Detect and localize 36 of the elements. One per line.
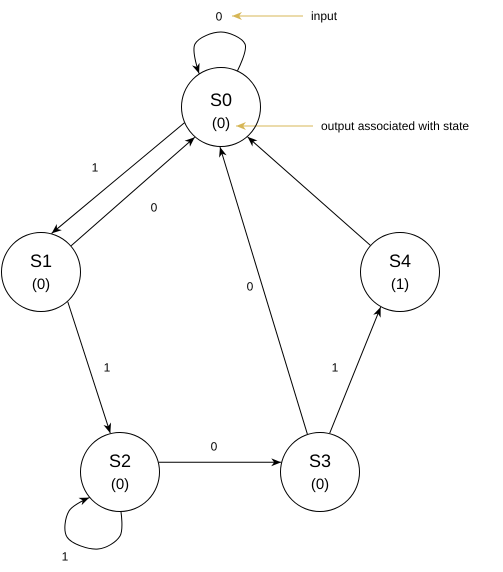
transition-arrow — [192, 32, 246, 74]
transition-arrow — [51, 122, 185, 234]
state-circle — [280, 432, 360, 512]
edge-label: 1 — [330, 362, 340, 374]
state-output: (0) — [310, 476, 330, 493]
state-output: (0) — [32, 276, 50, 293]
state-circle — [360, 232, 440, 312]
transition-arrow — [158, 458, 282, 466]
edge-label: 1 — [60, 550, 70, 564]
edge-label: 0 — [150, 202, 158, 214]
state-name: S4 — [388, 251, 412, 271]
state-circle — [1, 232, 81, 312]
state-name: S0 — [210, 90, 232, 110]
transition-arrow — [219, 146, 308, 435]
state-output: (0) — [212, 115, 230, 132]
transition-arrow — [64, 497, 122, 550]
state-name: S2 — [108, 451, 132, 471]
edge-label: 0 — [246, 280, 254, 294]
state-name: S1 — [30, 251, 52, 271]
annotation-text: input — [303, 9, 338, 23]
leader-arrow — [232, 12, 304, 20]
transition-arrow — [70, 136, 196, 246]
state-circle — [181, 67, 261, 147]
leader-arrow — [236, 122, 314, 130]
state-output: (0) — [110, 476, 130, 493]
state-name: S3 — [308, 451, 332, 471]
transition-arrow — [67, 301, 112, 434]
transition-arrow — [329, 306, 382, 434]
annotation-text: output associated with state — [313, 119, 470, 133]
edge-label: 1 — [102, 362, 112, 374]
edge-label: 0 — [210, 440, 218, 454]
edge-label: 0 — [214, 10, 224, 24]
state-circle — [80, 432, 160, 512]
state-output: (1) — [390, 276, 410, 293]
edge-label: 1 — [90, 162, 100, 174]
transition-arrow — [247, 136, 371, 246]
